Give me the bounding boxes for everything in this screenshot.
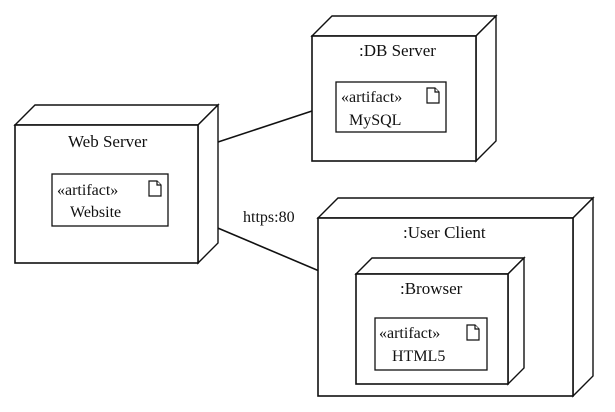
node-user-client-side [572,196,594,398]
node-user-client: :User Client :Browser «artifact» HTML5 [316,196,595,398]
artifact-html5-name: HTML5 [392,348,445,365]
node-db-server-top [310,15,498,37]
node-db-server-side [475,14,497,163]
artifact-mysql-stereotype: «artifact» [341,89,402,106]
node-web-server-top [13,104,220,126]
node-browser-title: :Browser [400,279,463,298]
node-db-server-title: :DB Server [359,41,436,60]
document-icon [466,324,480,341]
artifact-mysql-name: MySQL [349,112,401,129]
artifact-mysql: «artifact» MySQL [335,81,447,133]
node-browser-side [507,256,525,386]
node-browser-top [354,257,526,275]
document-icon [148,180,162,197]
node-browser: :Browser «artifact» HTML5 [354,256,526,386]
artifact-html5: «artifact» HTML5 [374,317,488,371]
artifact-website: «artifact» Website [51,173,169,227]
node-web-server: Web Server «artifact» Website [13,103,220,265]
node-db-server: :DB Server «artifact» MySQL [310,14,498,163]
node-web-server-side [197,103,219,265]
artifact-website-stereotype: «artifact» [57,182,118,199]
edge-label-https: https:80 [243,209,295,226]
document-icon [426,87,440,104]
artifact-website-name: Website [70,204,121,221]
node-user-client-top [316,197,595,219]
edge-web-to-db [214,110,313,144]
node-web-server-title: Web Server [68,132,148,151]
artifact-html5-stereotype: «artifact» [379,325,440,342]
node-user-client-title: :User Client [403,223,486,242]
